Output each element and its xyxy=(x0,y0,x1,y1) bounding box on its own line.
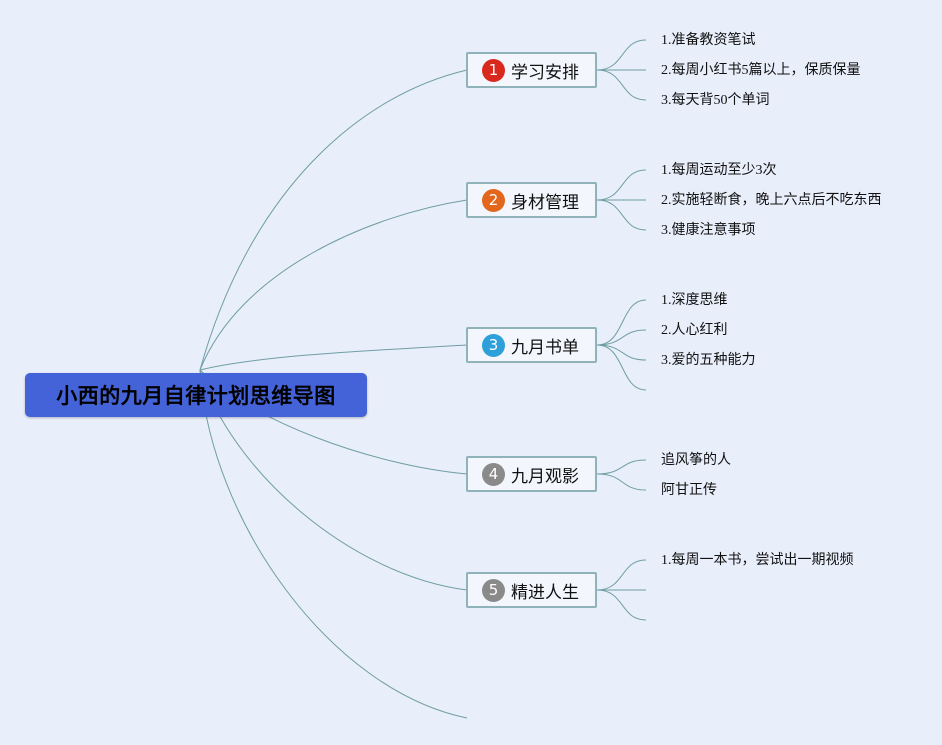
branch-label: 身材管理 xyxy=(511,192,579,213)
root-topic[interactable]: 小西的九月自律计划思维导图 xyxy=(25,373,367,417)
subtopic-item[interactable]: 3.健康注意事项 xyxy=(661,223,756,238)
priority-4-icon: 4 xyxy=(482,462,505,486)
branch-topic-2[interactable]: 2 身材管理 xyxy=(466,182,597,218)
subtopic-item[interactable]: 追风筝的人 xyxy=(661,453,731,468)
branch-label: 九月观影 xyxy=(511,466,579,487)
branch-label: 九月书单 xyxy=(511,337,579,358)
leaf-link-3-1 xyxy=(596,299,647,346)
subtopic-item[interactable]: 3.爱的五种能力 xyxy=(661,353,756,368)
priority-5-icon: 5 xyxy=(482,578,505,602)
subtopic-item[interactable]: 2.每周小红书5篇以上，保质保量 xyxy=(661,63,861,78)
root-title: 小西的九月自律计划思维导图 xyxy=(56,384,336,408)
subtopic-item[interactable]: 1.每周一本书，尝试出一期视频 xyxy=(661,553,854,568)
branch-topic-1[interactable]: 1 学习安排 xyxy=(466,52,597,88)
leaf-link-5-3 xyxy=(596,589,647,621)
root-link-2 xyxy=(199,199,468,371)
branch-topic-4[interactable]: 4 九月观影 xyxy=(466,456,597,492)
branch-label: 精进人生 xyxy=(511,582,579,603)
subtopic-item[interactable]: 2.实施轻断食，晚上六点后不吃东西 xyxy=(661,193,882,208)
subtopic-item[interactable]: 2.人心红利 xyxy=(661,323,728,338)
subtopic-item[interactable]: 1.深度思维 xyxy=(661,293,728,308)
leaf-link-4-2 xyxy=(596,473,647,491)
leaf-link-3-3 xyxy=(596,344,647,361)
leaf-link-4-1 xyxy=(596,459,647,475)
subtopic-item[interactable]: 3.每天背50个单词 xyxy=(661,93,770,108)
priority-2-icon: 2 xyxy=(482,188,505,212)
leaf-link-1-1 xyxy=(596,39,647,71)
leaf-link-5-1 xyxy=(596,559,647,591)
root-link-6 xyxy=(199,369,468,719)
branch-label: 学习安排 xyxy=(511,62,579,83)
subtopic-item[interactable]: 阿甘正传 xyxy=(661,483,717,498)
leaf-link-1-3 xyxy=(596,69,647,101)
priority-1-icon: 1 xyxy=(482,58,505,82)
branch-topic-3[interactable]: 3 九月书单 xyxy=(466,327,597,363)
leaf-link-2-1 xyxy=(596,169,647,201)
root-link-3 xyxy=(199,344,468,371)
leaf-link-2-3 xyxy=(596,199,647,231)
priority-3-icon: 3 xyxy=(482,333,505,357)
branch-topic-5[interactable]: 5 精进人生 xyxy=(466,572,597,608)
root-link-1 xyxy=(199,69,468,371)
leaf-link-3-2 xyxy=(596,329,647,346)
subtopic-item[interactable]: 1.每周运动至少3次 xyxy=(661,163,777,178)
subtopic-item[interactable]: 1.准备教资笔试 xyxy=(661,33,756,48)
leaf-link-3-4 xyxy=(596,344,647,391)
